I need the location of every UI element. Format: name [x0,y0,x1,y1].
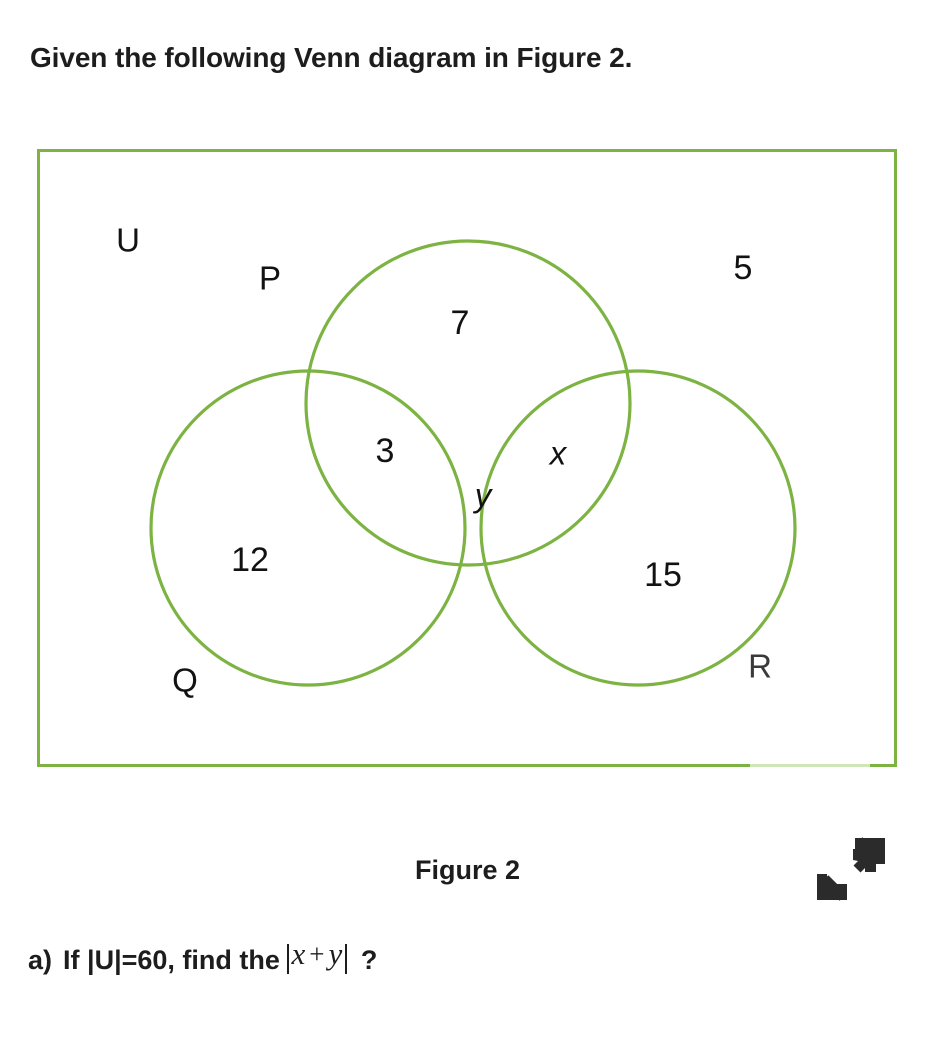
question-marker: a) [28,945,53,975]
label-set-p: P [258,259,282,297]
region-value-p-r-only: x [549,434,567,472]
question-item-a: a) If |U|=60, find the x + y ? [28,936,377,976]
question-mark: ? [360,945,378,975]
frame-bottom-fade [750,764,870,767]
region-value-p-q-r: y [474,476,492,514]
abs-bar-left [286,944,289,974]
label-universal-set: U [116,221,140,259]
circle-set-p [304,239,632,567]
circle-set-r [479,369,797,687]
page-title: Given the following Venn diagram in Figu… [30,42,633,73]
math-expression-abs-x-plus-y: x + y [284,936,350,974]
region-value-p-only: 7 [450,304,470,342]
region-value-q-only: 12 [231,541,269,579]
figure-caption: Figure 2 [414,855,521,885]
math-operator-plus: + [309,938,325,969]
region-value-r-only: 15 [644,556,682,594]
circle-set-q [149,369,467,687]
math-term-x: x [291,936,306,971]
math-term-y: y [328,936,343,971]
expand-arrows-icon[interactable] [811,830,889,908]
region-value-p-q-only: 3 [375,432,395,470]
question-text: If |U|=60, find the [63,945,280,975]
region-value-outside: 5 [733,249,753,287]
abs-bar-right [345,944,347,974]
venn-circles-svg [149,239,797,687]
label-set-q: Q [172,661,198,699]
label-set-r: R [748,647,772,685]
venn-diagram-figure: U P 5 7 3 x y 12 15 Q R [37,149,897,901]
